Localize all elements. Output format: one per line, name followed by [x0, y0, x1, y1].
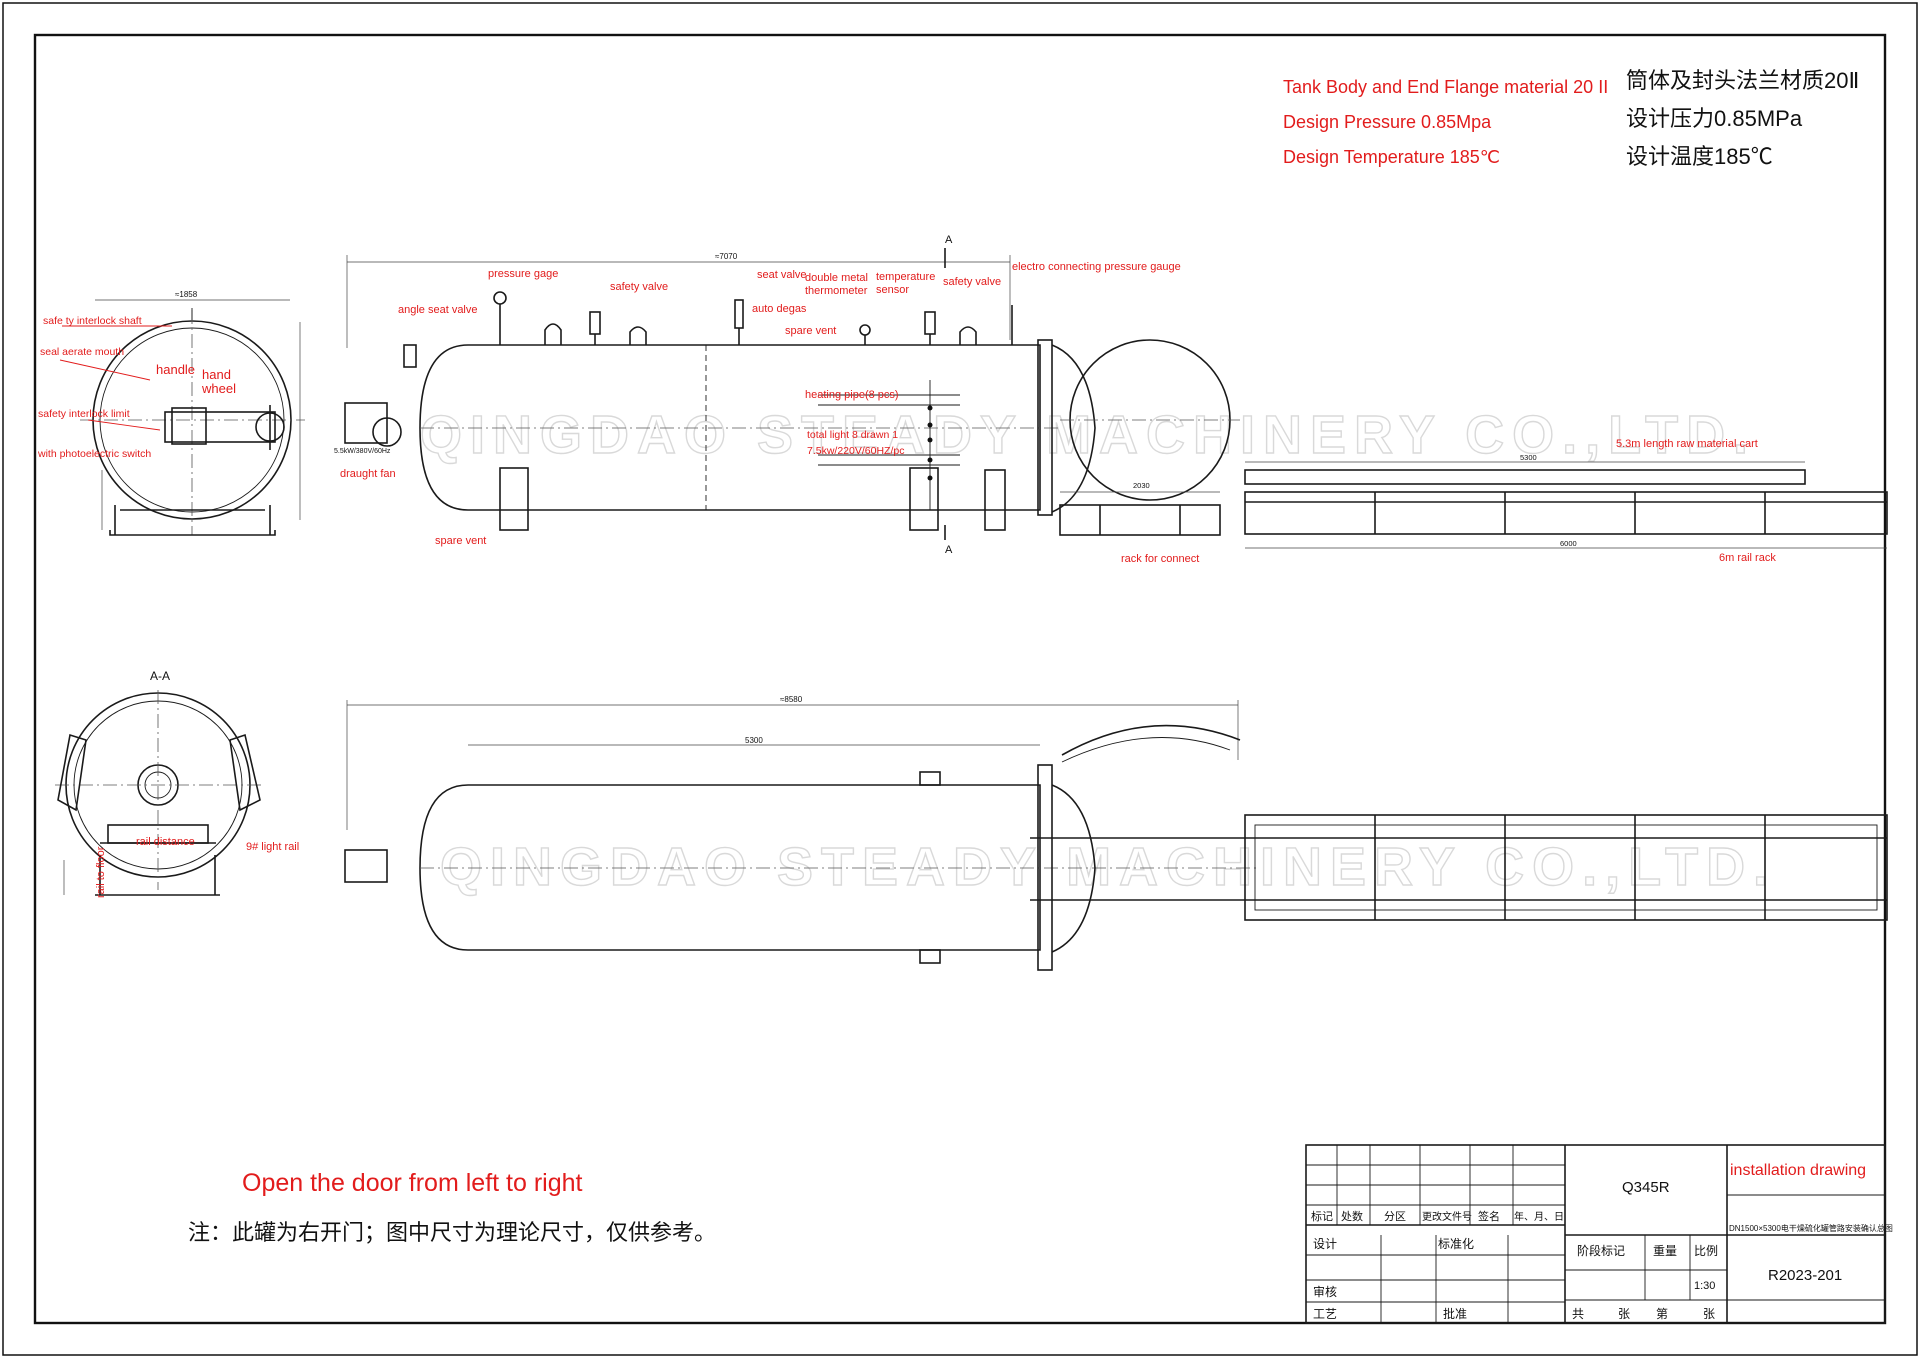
label-rail-to-floor: rail to floor — [95, 846, 107, 898]
label-light-rail: 9# light rail — [246, 841, 299, 853]
side-door-head — [1051, 344, 1096, 513]
label-electro-gauge: electro connecting pressure gauge — [1012, 261, 1181, 273]
side-tank-body — [419, 344, 1041, 511]
plan-tank-body — [419, 784, 1041, 951]
inner-border — [33, 33, 1887, 1325]
title-block: 标记 处数 分区 更改文件号 签名 年、月、日 设计 标准化 审核 工艺 批准 … — [1305, 1144, 1893, 1324]
plan-door-swing — [1061, 724, 1241, 756]
note-door-cn: 注：此罐为右开门；图中尺寸为理论尺寸，仅供参考。 — [188, 1220, 716, 1245]
tb-process: 工艺 — [1313, 1307, 1337, 1321]
side-overall-dim: ≈7070 — [715, 252, 738, 261]
tb-header-0: 标记 — [1311, 1209, 1333, 1223]
label-angle-seat-valve: angle seat valve — [398, 304, 478, 316]
rail-rack: 2030 5300 6000 — [1059, 453, 1888, 549]
label-rack-for-connect: rack for connect — [1121, 553, 1199, 565]
label-rail-rack: 6m rail rack — [1719, 552, 1776, 564]
tb-design: 设计 — [1313, 1237, 1337, 1251]
tb-header-3: 更改文件号 — [1422, 1210, 1472, 1223]
plan-view: ≈8580 5300 — [344, 695, 1888, 971]
tb-material: Q345R — [1622, 1179, 1670, 1196]
side-flange — [1037, 339, 1053, 516]
label-spare-vent-top: spare vent — [785, 325, 836, 337]
label-raw-material-cart: 5.3m length raw material cart — [1616, 438, 1758, 450]
fan-spec: 5.5kW/380V/60Hz — [334, 448, 391, 455]
section-marker-top: A — [945, 234, 953, 246]
tb-stage-mark: 阶段标记 — [1577, 1243, 1625, 1258]
label-auto-degas: auto degas — [752, 303, 807, 315]
section-marker-bottom: A — [945, 544, 953, 556]
label-interlock-limit: safety interlock limit — [38, 408, 130, 420]
spec-material-cn: 筒体及封头法兰材质20Ⅱ — [1626, 68, 1859, 93]
dim-5300: 5300 — [1520, 453, 1537, 462]
plan-rail — [1030, 814, 1888, 921]
label-seal-aerate: seal aerate mouth — [40, 346, 124, 358]
label-heating-pipe: heating pipe(8 pcs) — [805, 389, 899, 401]
tb-scale: 1:30 — [1694, 1280, 1715, 1292]
spec-material-en: Tank Body and End Flange material 20 II — [1283, 77, 1608, 97]
label-sensor: sensor — [876, 284, 909, 296]
label-thermometer: thermometer — [805, 285, 868, 297]
section-aa: A-A rail distance 9# light rail rail to … — [55, 669, 299, 898]
tb-title-en: installation drawing — [1730, 1162, 1866, 1179]
tb-sheets: 张 — [1618, 1307, 1630, 1321]
label-heating-spec-2: 7.5kw/220V/60HZ/pc — [807, 445, 904, 457]
label-safety-valve-2: safety valve — [943, 276, 1001, 288]
tb-scale-label: 比例 — [1694, 1244, 1718, 1258]
label-draught-fan: draught fan — [340, 468, 396, 480]
tb-header-2: 分区 — [1384, 1210, 1406, 1223]
spec-block: Tank Body and End Flange material 20 II … — [1283, 68, 1859, 169]
plan-overall-dim: ≈8580 — [780, 695, 803, 704]
spec-temperature-cn: 设计温度185℃ — [1626, 144, 1773, 169]
label-temperature: temperature — [876, 271, 935, 283]
label-double-metal: double metal — [805, 272, 868, 284]
tb-review: 审核 — [1313, 1284, 1337, 1299]
spec-pressure-en: Design Pressure 0.85Mpa — [1283, 112, 1492, 132]
label-hand: hand — [202, 367, 231, 382]
spec-temperature-en: Design Temperature 185℃ — [1283, 147, 1500, 167]
watermark-top: QINGDAO STEADY MACHINERY CO.,LTD. — [420, 405, 1756, 465]
tb-header-1: 处数 — [1341, 1210, 1363, 1223]
tb-total: 共 — [1572, 1307, 1584, 1321]
label-handle: handle — [156, 362, 195, 377]
note-door-en: Open the door from left to right — [242, 1169, 583, 1197]
draught-fan — [344, 402, 388, 444]
section-aa-title: A-A — [150, 669, 170, 683]
end-view: ≈1858 safe ty interlock shaft seal aerat… — [37, 290, 305, 536]
label-pressure-gage: pressure gage — [488, 268, 558, 280]
tb-standardize: 标准化 — [1438, 1237, 1474, 1251]
dim-2030: 2030 — [1133, 481, 1150, 490]
side-view: ≈7070 A A — [334, 234, 1888, 565]
label-spare-vent-bottom: spare vent — [435, 535, 486, 547]
tb-number: 第 — [1656, 1307, 1668, 1321]
handle-hub — [171, 407, 207, 445]
tb-header-4: 签名 — [1478, 1209, 1500, 1223]
spec-pressure-cn: 设计压力0.85MPa — [1626, 106, 1803, 131]
tb-approve: 批准 — [1443, 1306, 1467, 1321]
label-interlock-shaft: safe ty interlock shaft — [43, 315, 142, 327]
label-wheel: wheel — [201, 381, 236, 396]
top-fittings — [403, 291, 1013, 368]
tb-sheet: 张 — [1703, 1307, 1715, 1321]
label-photo-switch: with photoelectric switch — [37, 448, 151, 460]
dim-6000: 6000 — [1560, 539, 1577, 548]
heating-pipes — [818, 380, 960, 510]
handle-bar — [164, 411, 276, 443]
tb-title-cn: DN1500×5300电干燥硫化罐管路安装确认总图 — [1729, 1223, 1893, 1233]
tb-drawing-no: R2023-201 — [1768, 1267, 1842, 1284]
label-safety-valve-1: safety valve — [610, 281, 668, 293]
watermark-bottom: QINGDAO STEADY MACHINERY CO.,LTD. — [440, 837, 1776, 897]
label-heating-spec-1: total light 8 drawn 1 — [807, 429, 898, 441]
tb-header-5: 年、月、日 — [1514, 1210, 1564, 1223]
plan-inner-dim: 5300 — [745, 736, 763, 745]
label-seat-valve: seat valve — [757, 269, 807, 281]
label-rail-distance: rail distance — [136, 836, 195, 848]
end-view-dim: ≈1858 — [175, 290, 198, 299]
tb-weight: 重量 — [1653, 1244, 1677, 1258]
